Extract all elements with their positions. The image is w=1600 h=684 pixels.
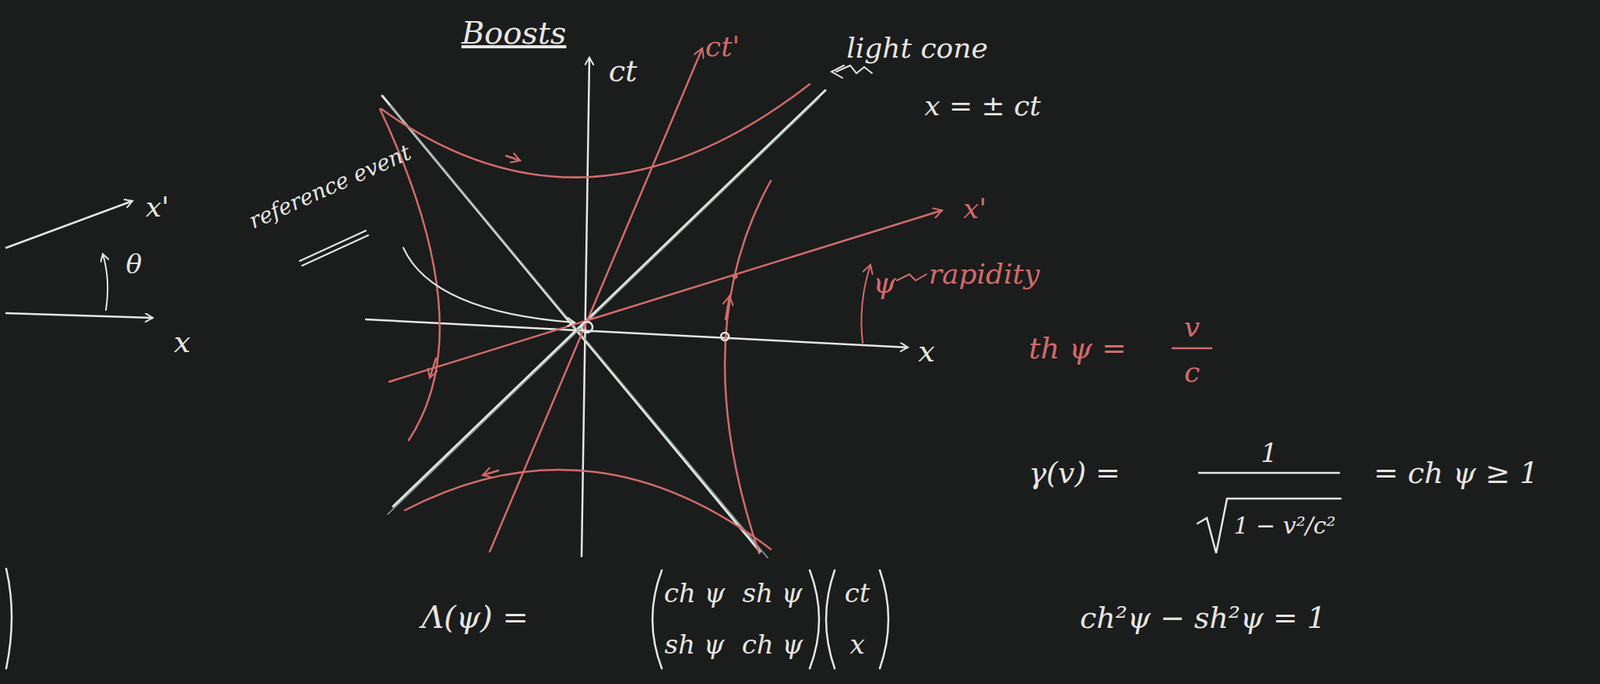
vector-entry: x — [849, 629, 865, 659]
axis-label: x' — [963, 193, 987, 225]
equation: γ(v) = — [1028, 457, 1121, 490]
matrix-entry: sh ψ — [742, 578, 803, 608]
matrix-entry: sh ψ — [664, 629, 725, 659]
axis-label: ct — [608, 55, 638, 88]
note: reference event — [245, 140, 415, 233]
equation: 1 − v²/c² — [1233, 512, 1336, 539]
axis-label: x — [917, 335, 935, 369]
equation: = ch ψ ≥ 1 — [1373, 457, 1539, 490]
note: light cone — [846, 32, 989, 64]
equation: v — [1184, 311, 1200, 343]
angle-label: θ — [126, 249, 142, 279]
equation: x = ± ct — [924, 90, 1041, 122]
matrix-entry: ch ψ — [664, 578, 725, 608]
matrix-entry: ch ψ — [741, 629, 803, 659]
vector-entry: ct — [844, 578, 871, 608]
axis-label: x — [173, 326, 190, 359]
equation: c — [1184, 356, 1200, 388]
equation: 1 — [1260, 438, 1278, 468]
axis-label: x' — [145, 191, 169, 223]
angle-label: ψ — [872, 267, 897, 300]
equation: ch²ψ − sh²ψ = 1 — [1079, 601, 1326, 635]
axis-label: ct' — [705, 31, 741, 63]
board-title: Boosts — [461, 15, 567, 50]
equation: th ψ = — [1028, 332, 1127, 366]
equation: Λ(ψ) = — [421, 599, 529, 634]
note: rapidity — [928, 258, 1041, 290]
